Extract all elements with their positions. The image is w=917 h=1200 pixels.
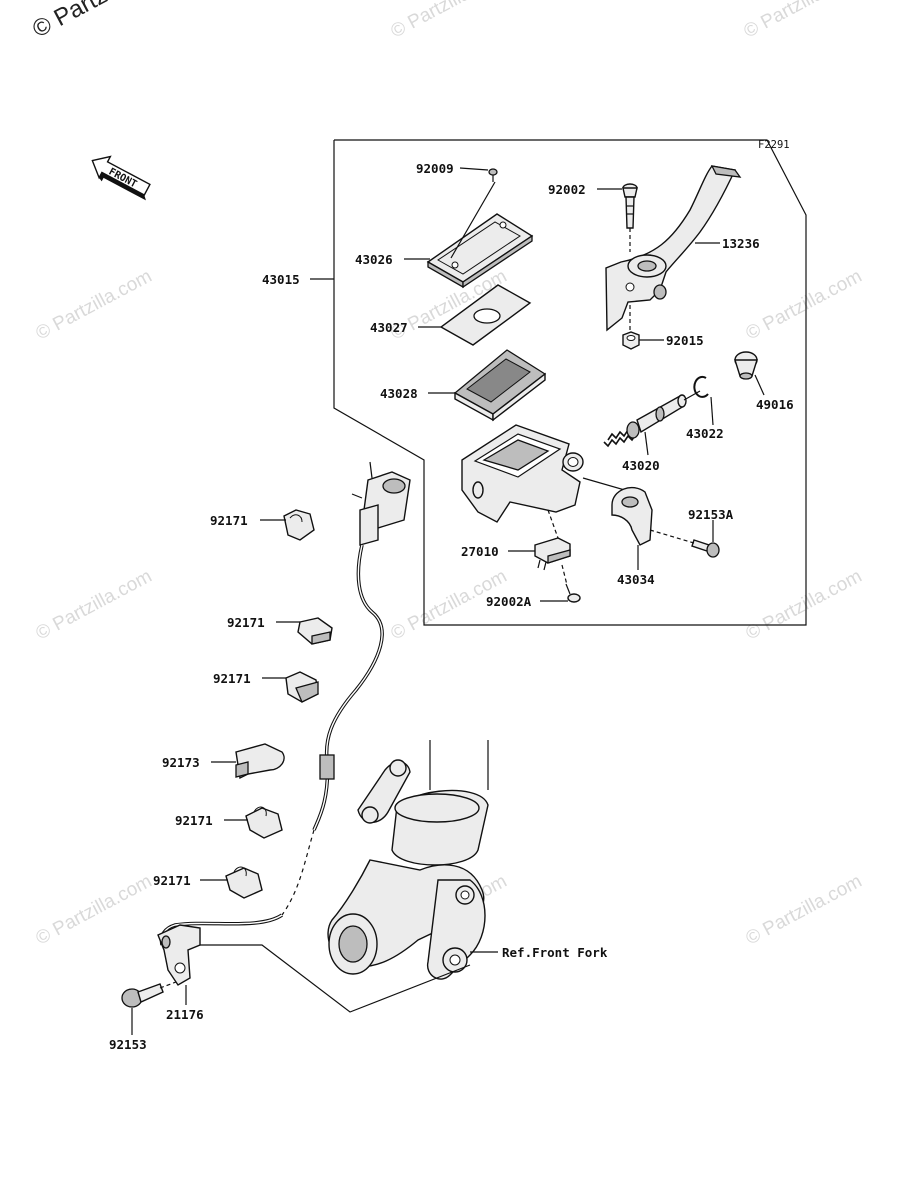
part-label: 92002 xyxy=(548,182,586,197)
leader-line xyxy=(561,564,568,586)
screw-92009 xyxy=(488,168,498,182)
part-label: 92153 xyxy=(109,1037,147,1052)
screw-92002A xyxy=(565,583,581,603)
part-labels: 92009 43026 43015 43027 43028 92002 1323… xyxy=(109,161,794,1052)
plate-43027 xyxy=(439,284,532,346)
watermark: © Partzilla.com xyxy=(32,566,155,645)
part-label: 43028 xyxy=(380,386,418,401)
bolt-92153 xyxy=(121,983,164,1008)
leader-line xyxy=(450,181,496,259)
reservoir-cap-43026 xyxy=(426,213,534,289)
bolt-92153A xyxy=(691,539,720,558)
watermark: © Partzilla.com xyxy=(742,566,865,645)
switch-27010 xyxy=(534,537,571,571)
leader-line xyxy=(547,509,559,539)
part-label: 49016 xyxy=(756,397,794,412)
part-label: 43026 xyxy=(355,252,393,267)
part-label: 27010 xyxy=(461,544,499,559)
clip-92171 xyxy=(285,671,319,703)
master-cylinder-body xyxy=(461,424,584,523)
part-label: 43020 xyxy=(622,458,660,473)
assembly-boundary xyxy=(333,139,807,626)
part-label: 43034 xyxy=(617,572,655,587)
watermark-corner: © Partz xyxy=(28,0,112,43)
watermark: © Partzilla.com xyxy=(387,0,510,42)
diagram-id: F2291 xyxy=(758,139,790,151)
leader-line xyxy=(649,529,695,544)
part-label: 92171 xyxy=(213,671,251,686)
watermark: © Partzilla.com xyxy=(32,871,155,950)
clip-92171 xyxy=(245,806,283,839)
part-label: 92002A xyxy=(486,594,532,609)
clip-92171 xyxy=(283,509,315,541)
part-label: 43015 xyxy=(262,272,300,287)
leader-line xyxy=(159,981,177,989)
clip-92171 xyxy=(297,617,333,645)
leader-line xyxy=(200,944,471,1013)
clamp-43034 xyxy=(611,487,653,546)
part-label: 43027 xyxy=(370,320,408,335)
bracket-21176 xyxy=(157,924,201,986)
clip-92173 xyxy=(235,743,285,780)
watermark: © Partzilla.com xyxy=(740,0,863,42)
leader-line xyxy=(644,431,649,456)
bolt-92002 xyxy=(622,183,638,252)
diaphragm-43028 xyxy=(453,349,547,422)
leader-line xyxy=(710,396,714,426)
part-label: 92171 xyxy=(175,813,213,828)
nut-92015 xyxy=(622,331,640,350)
leader-line xyxy=(459,167,489,171)
part-label: 92009 xyxy=(416,161,454,176)
boot-49016 xyxy=(734,351,758,380)
part-label: 43022 xyxy=(686,426,724,441)
part-label: 92171 xyxy=(227,615,265,630)
part-label: 92153A xyxy=(688,507,734,522)
watermark: © Partzilla.com xyxy=(742,871,865,950)
clip-92171 xyxy=(225,866,263,899)
circlip-43022 xyxy=(693,375,709,398)
part-label: 92015 xyxy=(666,333,704,348)
front-fork xyxy=(327,740,489,980)
brake-lever-13236 xyxy=(605,165,742,332)
front-arrow-icon: FRONT xyxy=(91,155,151,201)
part-label: 92171 xyxy=(153,873,191,888)
ref-front-fork-label: Ref.Front Fork xyxy=(502,945,608,960)
piston-kit-43020 xyxy=(603,390,701,448)
watermark: © Partzilla.com xyxy=(32,266,155,345)
part-label: 92171 xyxy=(210,513,248,528)
watermark: © Partzilla.com xyxy=(742,266,865,345)
part-label: 21176 xyxy=(166,1007,204,1022)
part-label: 92173 xyxy=(162,755,200,770)
leader-line xyxy=(754,374,765,396)
part-label: 13236 xyxy=(722,236,760,251)
